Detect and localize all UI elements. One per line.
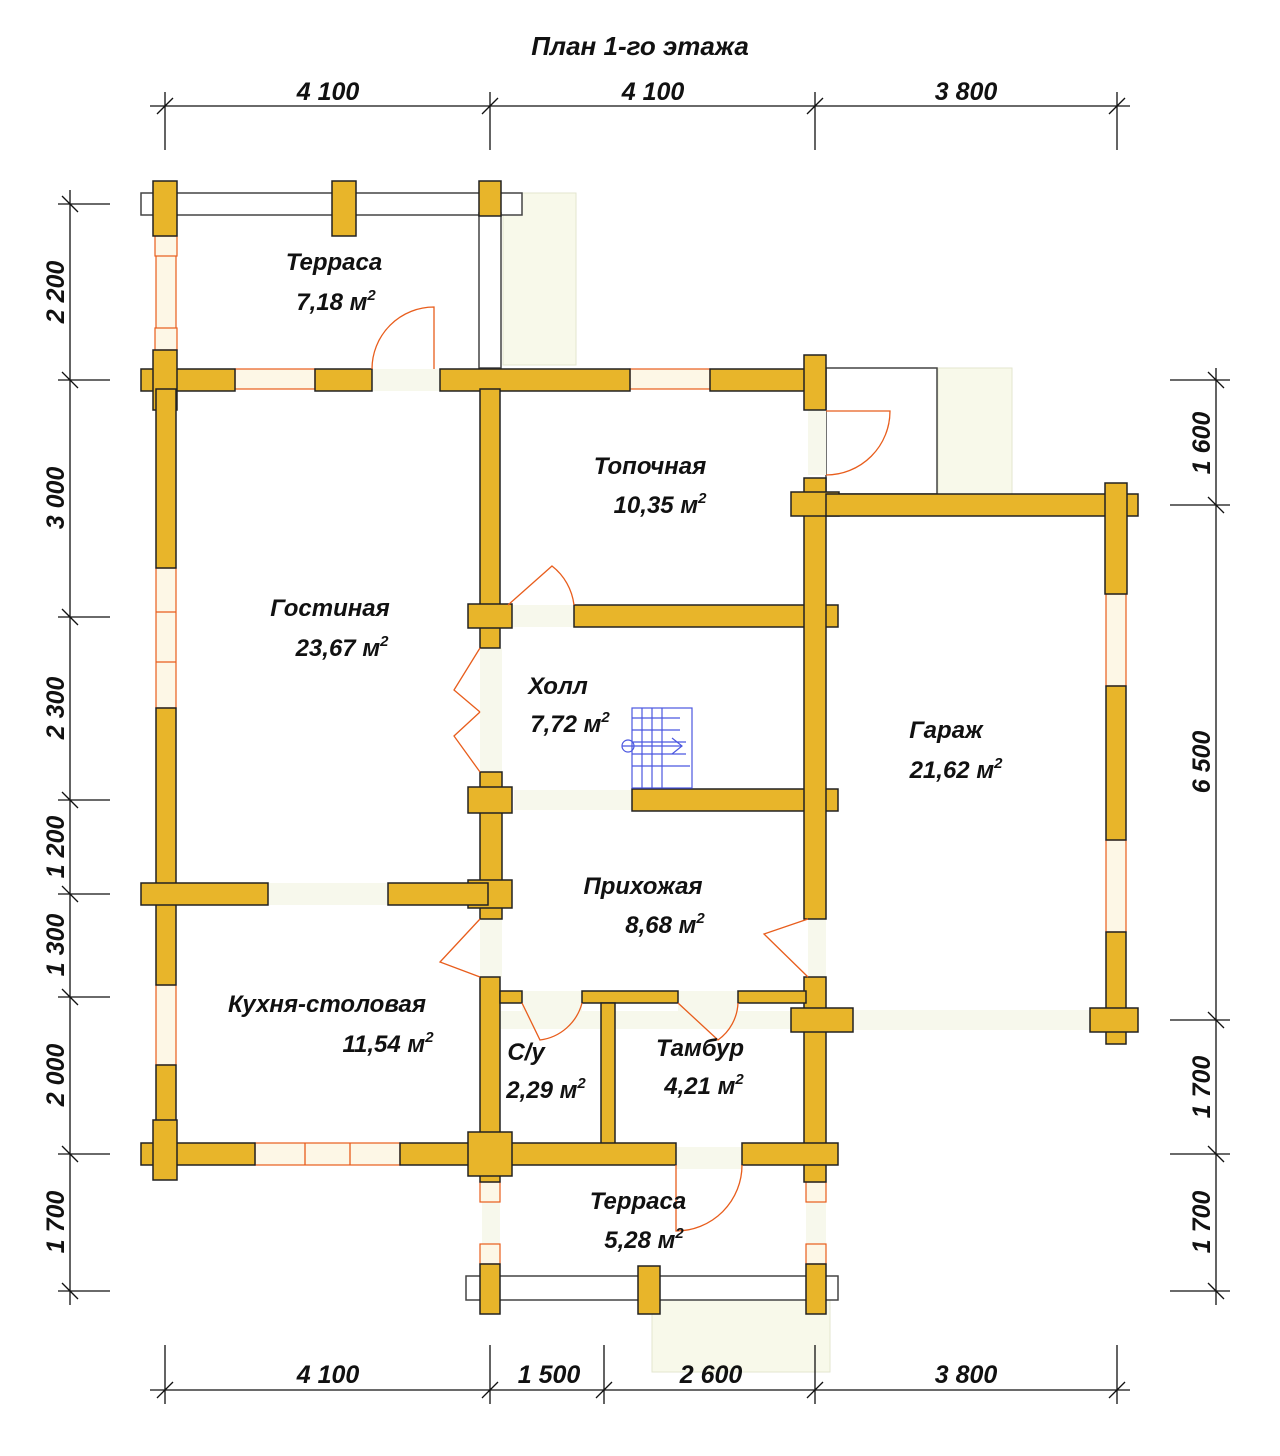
- svg-text:3 800: 3 800: [935, 78, 998, 106]
- svg-text:Гостиная: Гостиная: [270, 595, 390, 622]
- svg-text:1 200: 1 200: [42, 816, 70, 879]
- room-bathroom: С/у 2,29 м2: [505, 1039, 586, 1104]
- staircase: [621, 707, 693, 789]
- svg-text:2 000: 2 000: [42, 1044, 70, 1108]
- plan-title: План 1-го этажа: [531, 31, 749, 61]
- room-boiler-room: Топочная 10,35 м2: [594, 453, 707, 519]
- svg-text:Терраса: Терраса: [590, 1188, 686, 1215]
- dimension-top: 4 100 4 100 3 800: [150, 78, 1130, 150]
- svg-text:Прихожая: Прихожая: [583, 873, 702, 900]
- svg-text:1 300: 1 300: [42, 914, 70, 977]
- room-hallway: Прихожая 8,68 м2: [583, 873, 705, 939]
- svg-text:1 700: 1 700: [1188, 1056, 1216, 1119]
- room-hall: Холл 7,72 м2: [526, 673, 610, 738]
- svg-text:2,29 м2: 2,29 м2: [505, 1075, 586, 1104]
- dimension-bottom: 4 100 1 500 2 600 3 800: [150, 1345, 1130, 1404]
- svg-text:7,72 м2: 7,72 м2: [530, 709, 610, 738]
- svg-text:4 100: 4 100: [296, 1361, 360, 1389]
- door-openings: [268, 369, 1090, 1244]
- door-swings: [371, 306, 891, 1232]
- room-terrace-bottom: Терраса 5,28 м2: [590, 1188, 686, 1254]
- svg-text:1 500: 1 500: [518, 1361, 581, 1389]
- svg-text:Терраса: Терраса: [286, 249, 382, 276]
- svg-text:6 500: 6 500: [1188, 731, 1216, 794]
- room-labels: Терраса 7,18 м2 Топочная 10,35 м2 Гостин…: [228, 249, 1003, 1254]
- svg-text:7,18 м2: 7,18 м2: [296, 287, 376, 316]
- svg-text:11,54 м2: 11,54 м2: [342, 1029, 434, 1058]
- room-terrace-top: Терраса 7,18 м2: [286, 249, 382, 316]
- svg-text:2 200: 2 200: [42, 261, 70, 325]
- svg-text:3 800: 3 800: [935, 1361, 998, 1389]
- dimension-right: 1 600 6 500 1 700 1 700: [1170, 368, 1230, 1305]
- svg-text:1 600: 1 600: [1188, 412, 1216, 475]
- svg-text:С/у: С/у: [507, 1039, 546, 1066]
- svg-text:3 000: 3 000: [42, 467, 70, 530]
- room-vestibule: Тамбур 4,21 м2: [656, 1035, 744, 1100]
- dimension-left: 2 200 3 000 2 300 1 200 1 300 2 000 1 70…: [42, 190, 110, 1305]
- svg-text:1 700: 1 700: [42, 1191, 70, 1254]
- svg-text:10,35 м2: 10,35 м2: [614, 490, 708, 519]
- room-garage: Гараж 21,62 м2: [909, 717, 1004, 784]
- svg-text:Тамбур: Тамбур: [656, 1035, 744, 1062]
- walls: [140, 180, 1139, 1315]
- svg-text:Кухня-столовая: Кухня-столовая: [228, 991, 426, 1018]
- svg-text:23,67 м2: 23,67 м2: [295, 633, 390, 662]
- svg-text:21,62 м2: 21,62 м2: [909, 755, 1004, 784]
- svg-text:2 600: 2 600: [679, 1361, 743, 1389]
- svg-text:Гараж: Гараж: [909, 717, 984, 744]
- room-kitchen-dining: Кухня-столовая 11,54 м2: [228, 991, 434, 1058]
- svg-text:1 700: 1 700: [1188, 1191, 1216, 1254]
- svg-text:5,28 м2: 5,28 м2: [604, 1225, 684, 1254]
- svg-text:4,21 м2: 4,21 м2: [663, 1071, 744, 1100]
- room-living-room: Гостиная 23,67 м2: [270, 595, 390, 662]
- svg-text:Топочная: Топочная: [594, 453, 707, 480]
- svg-text:8,68 м2: 8,68 м2: [625, 910, 705, 939]
- svg-text:2 300: 2 300: [42, 677, 70, 741]
- svg-text:4 100: 4 100: [621, 78, 685, 106]
- svg-text:Холл: Холл: [526, 673, 588, 700]
- svg-text:4 100: 4 100: [296, 78, 360, 106]
